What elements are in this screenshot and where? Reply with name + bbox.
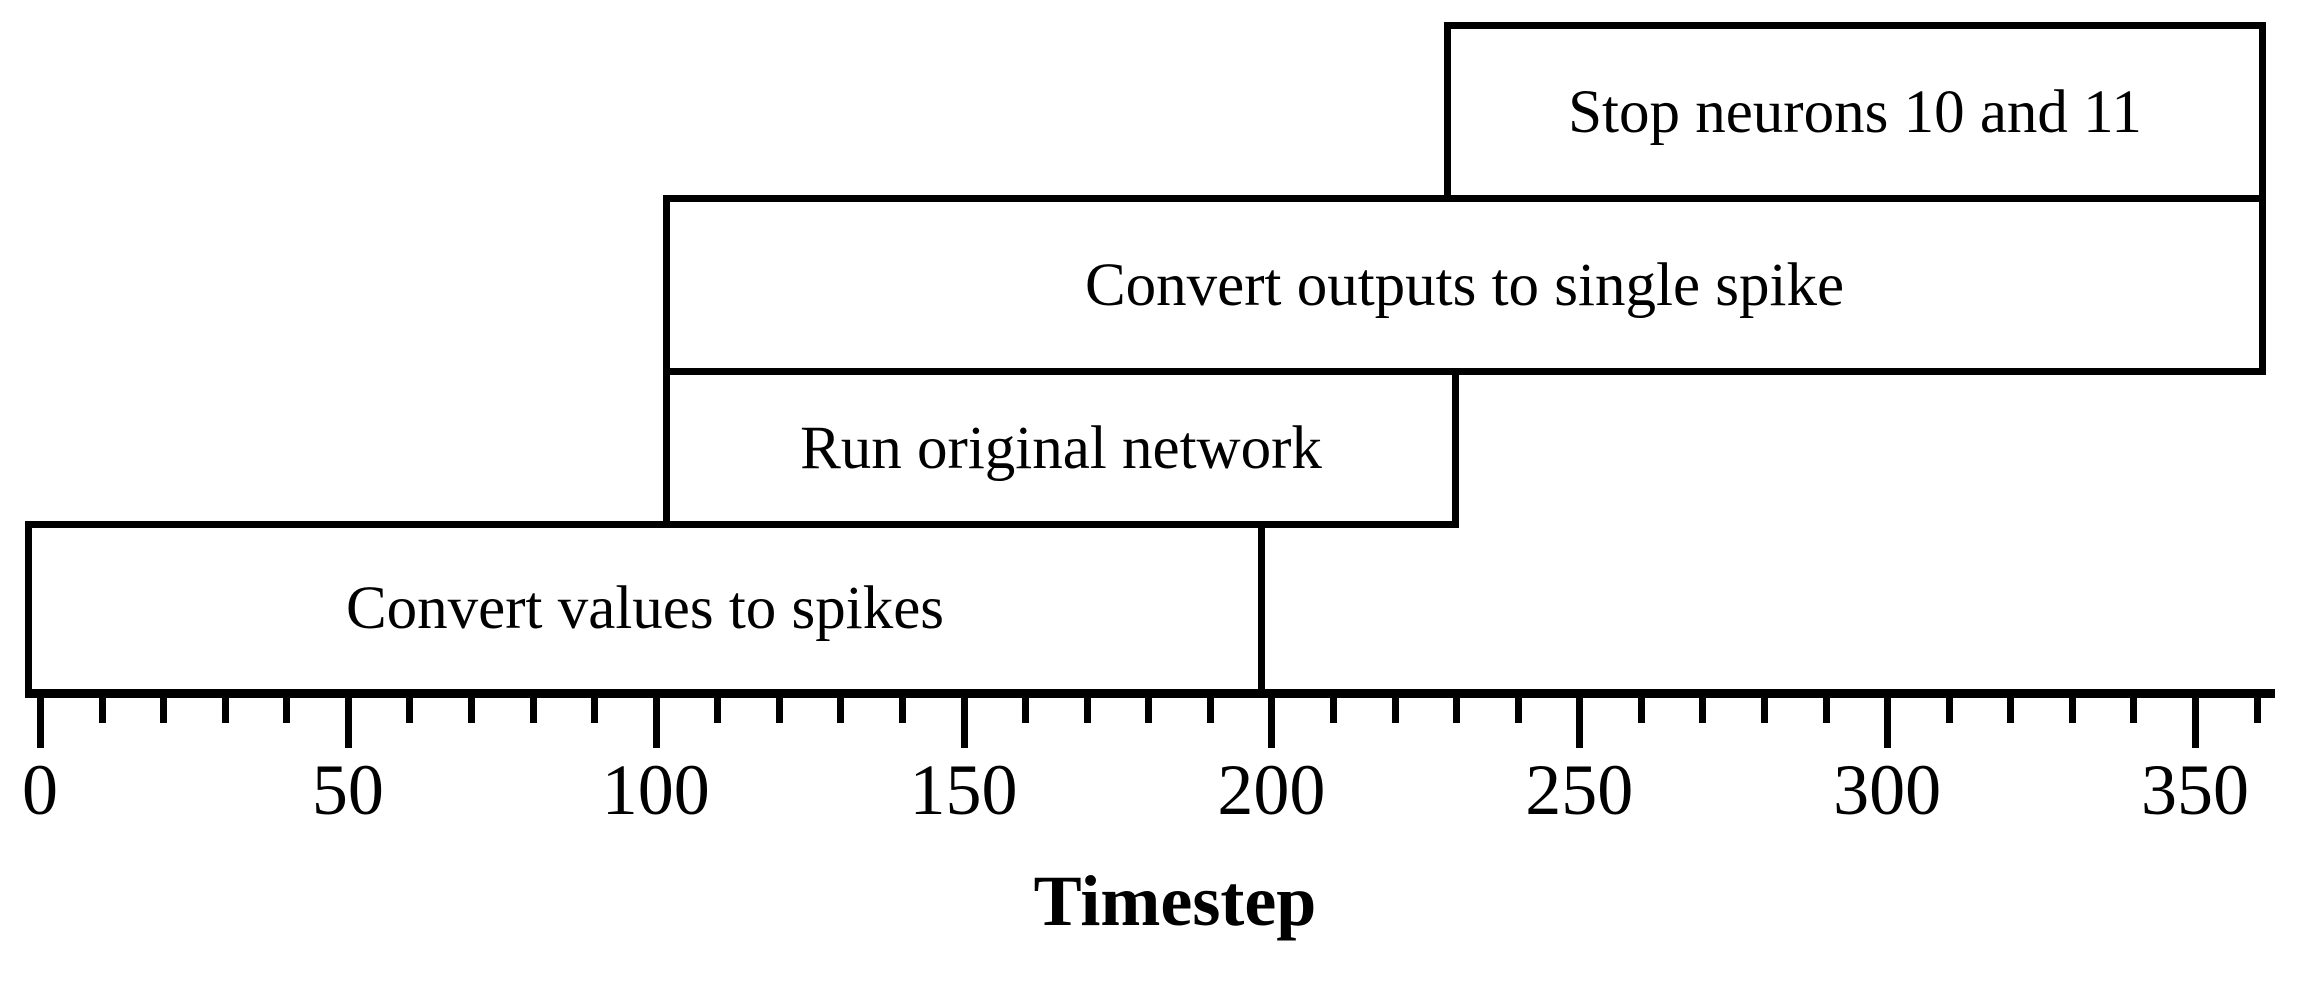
x-axis-minor-tick xyxy=(98,698,106,723)
x-axis-minor-tick xyxy=(591,698,599,723)
x-axis-tick-label: 350 xyxy=(2140,750,2249,830)
x-axis-minor-tick xyxy=(160,698,168,723)
gantt-bar-convert-values: Convert values to spikes xyxy=(25,521,1265,696)
gantt-bar-label: Run original network xyxy=(800,414,1322,482)
x-axis-minor-tick xyxy=(221,698,229,723)
gantt-bar-convert-outputs: Convert outputs to single spike xyxy=(663,195,2266,375)
x-axis-major-tick xyxy=(652,698,660,748)
x-axis-minor-tick xyxy=(467,698,475,723)
x-axis-minor-tick xyxy=(2130,698,2138,723)
gantt-bar-label: Convert values to spikes xyxy=(345,575,945,642)
x-axis-minor-tick xyxy=(1699,698,1707,723)
x-axis-minor-tick xyxy=(2253,698,2261,723)
x-axis-major-tick xyxy=(1268,698,1276,748)
x-axis-minor-tick xyxy=(1206,698,1214,723)
x-axis-minor-tick xyxy=(1391,698,1399,723)
x-axis-minor-tick xyxy=(775,698,783,723)
x-axis-minor-tick xyxy=(837,698,845,723)
x-axis-minor-tick xyxy=(1637,698,1645,723)
x-axis-tick-label: 150 xyxy=(909,750,1018,830)
x-axis-tick-label: 0 xyxy=(22,750,58,830)
x-axis-minor-tick xyxy=(1083,698,1091,723)
x-axis-minor-tick xyxy=(2007,698,2015,723)
x-axis-minor-tick xyxy=(283,698,291,723)
gantt-bar-run-original-network: Run original network xyxy=(663,368,1459,528)
x-axis-tick-label: 300 xyxy=(1833,750,1942,830)
x-axis-major-tick xyxy=(37,698,44,748)
x-axis-minor-tick xyxy=(1022,698,1030,723)
x-axis-title: Timestep xyxy=(1033,861,1317,941)
gantt-bar-label: Convert outputs to single spike xyxy=(1084,251,1845,319)
x-axis-minor-tick xyxy=(1329,698,1337,723)
x-axis-tick-label: 250 xyxy=(1525,750,1634,830)
x-axis-major-tick xyxy=(2191,698,2199,748)
x-axis-minor-tick xyxy=(529,698,537,723)
gantt-bar-stop-neurons: Stop neurons 10 and 11 xyxy=(1444,22,2266,202)
x-axis-minor-tick xyxy=(2068,698,2076,723)
x-axis-major-tick xyxy=(1576,698,1584,748)
x-axis-minor-tick xyxy=(1145,698,1153,723)
x-axis-minor-tick xyxy=(1945,698,1953,723)
x-axis-minor-tick xyxy=(1760,698,1768,723)
x-axis-minor-tick xyxy=(714,698,722,723)
gantt-bar-label: Stop neurons 10 and 11 xyxy=(1568,78,2142,146)
x-axis-tick-label: 50 xyxy=(311,750,384,830)
x-axis-minor-tick xyxy=(898,698,906,723)
x-axis-minor-tick xyxy=(1822,698,1830,723)
x-axis-major-tick xyxy=(1884,698,1892,748)
x-axis-minor-tick xyxy=(1453,698,1461,723)
x-axis-major-tick xyxy=(344,698,352,748)
x-axis-tick-label: 100 xyxy=(601,750,710,830)
x-axis-minor-tick xyxy=(406,698,414,723)
x-axis-major-tick xyxy=(960,698,968,748)
x-axis-tick-label: 200 xyxy=(1217,750,1326,830)
x-axis-minor-tick xyxy=(1514,698,1522,723)
x-axis-line xyxy=(25,689,2275,698)
